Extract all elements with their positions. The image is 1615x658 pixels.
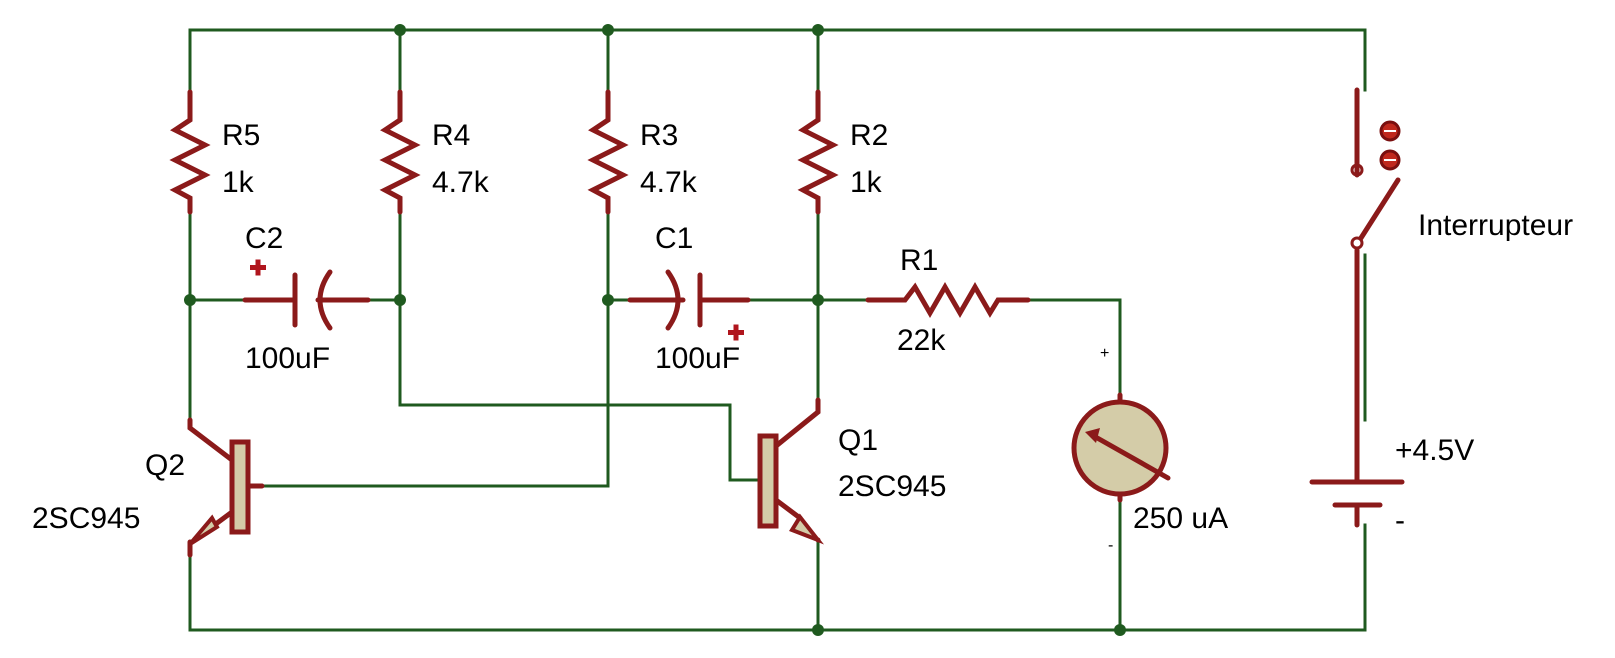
c1-value: 100uF <box>655 342 740 375</box>
resistor-r5: R5 1k <box>169 89 260 215</box>
q2-value: 2SC945 <box>32 502 140 535</box>
q1-ref: Q1 <box>838 424 878 457</box>
meter-minus: - <box>1108 537 1113 554</box>
resistor-r1: R1 22k <box>865 244 1031 357</box>
meter-plus: + <box>1100 345 1109 362</box>
battery-value: +4.5V <box>1395 434 1474 467</box>
r4-ref: R4 <box>432 119 470 152</box>
ammeter: + - 250 uA <box>1071 345 1228 554</box>
r2-ref: R2 <box>850 119 888 152</box>
battery: +4.5V - <box>1309 417 1474 537</box>
battery-minus: - <box>1395 504 1405 537</box>
r5-value: 1k <box>222 166 255 199</box>
meter-needle-arrow <box>1085 428 1100 443</box>
transistor-q1: Q1 2SC945 <box>757 397 946 545</box>
resistor-r2: R2 1k <box>797 89 888 215</box>
r3-value: 4.7k <box>640 166 698 199</box>
transistor-q2: Q2 2SC945 <box>32 417 265 558</box>
r4-value: 4.7k <box>432 166 490 199</box>
r2-value: 1k <box>850 166 883 199</box>
q2-ref: Q2 <box>145 449 185 482</box>
q1-emitter-arrow <box>789 513 825 545</box>
switch-interrupteur: Interrupteur <box>1350 87 1573 423</box>
q2-emitter-arrow <box>188 514 220 546</box>
r3-ref: R3 <box>640 119 678 152</box>
resistor-r4: R4 4.7k <box>379 89 490 215</box>
wires <box>188 28 1367 632</box>
capacitor-c2: C2 100uF <box>242 222 371 375</box>
c2-ref: C2 <box>245 222 283 255</box>
junction-dots <box>184 24 1126 636</box>
r1-ref: R1 <box>900 244 938 277</box>
meter-value: 250 uA <box>1133 502 1228 535</box>
resistor-r3: R3 4.7k <box>587 89 698 215</box>
c2-value: 100uF <box>245 342 330 375</box>
capacitor-c1: C1 100uF <box>627 222 751 375</box>
q1-value: 2SC945 <box>838 470 946 503</box>
c1-ref: C1 <box>655 222 693 255</box>
r1-value: 22k <box>897 324 946 357</box>
r5-ref: R5 <box>222 119 260 152</box>
switch-label: Interrupteur <box>1418 209 1573 242</box>
